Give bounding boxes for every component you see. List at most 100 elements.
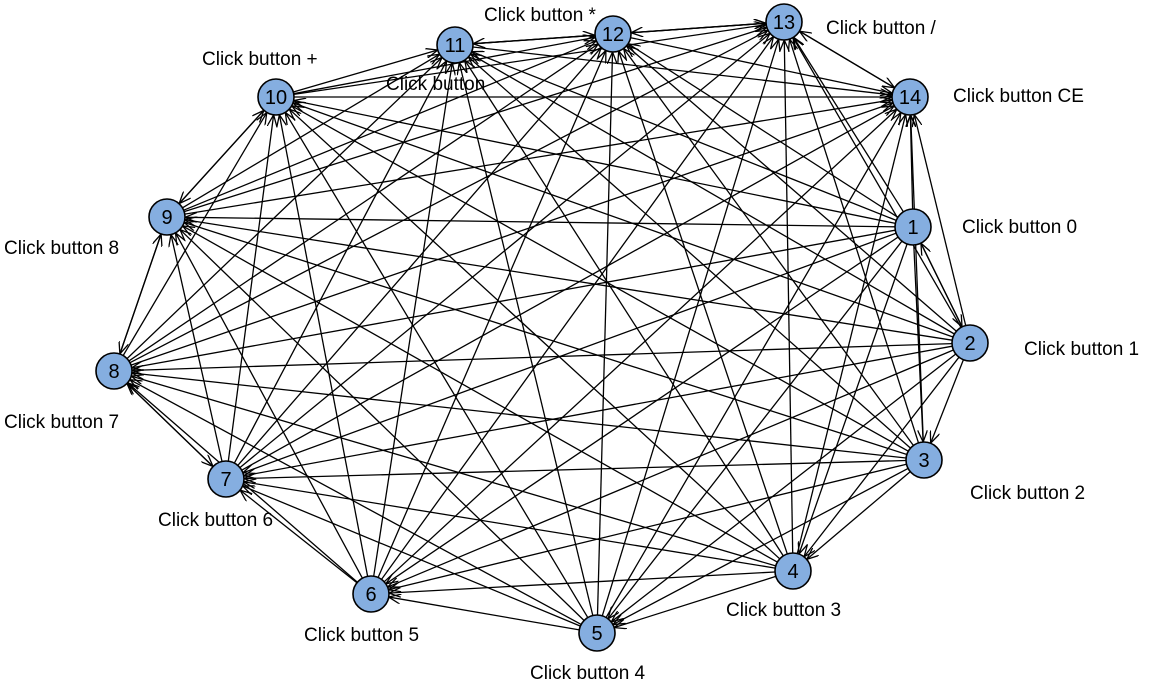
edge-1-to-5 (609, 240, 903, 618)
node-label-4: Click button 3 (726, 600, 841, 621)
edge-12-to-14 (630, 37, 892, 93)
edge-2-to-12 (627, 46, 957, 332)
edge-4-to-9 (184, 226, 778, 563)
node-circle-6 (352, 575, 390, 613)
node-id-4: 4 (787, 561, 798, 583)
edge-1-to-12 (629, 44, 899, 218)
node-label-5: Click button 4 (530, 663, 646, 684)
node-label-11: Click button (386, 74, 485, 95)
edge-2-to-5 (612, 353, 957, 621)
edge-6-to-14 (383, 110, 896, 583)
node-1: 1 (894, 208, 932, 246)
edge-3-to-9 (185, 223, 908, 456)
node-circle-1 (894, 208, 932, 246)
edge-6-to-7 (241, 491, 358, 584)
edge-5-to-14 (605, 113, 900, 618)
edge-10-to-13 (293, 25, 765, 96)
edge-9-to-11 (182, 55, 439, 209)
node-label-3: Click button 2 (970, 483, 1085, 504)
edge-10-to-11 (293, 50, 437, 93)
edge-2-to-14 (915, 116, 967, 326)
edge-8-to-11 (126, 58, 441, 360)
edge-4-to-14 (796, 115, 905, 554)
node-id-3: 3 (918, 450, 929, 472)
edge-4-to-12 (619, 52, 788, 555)
edge-1-to-7 (244, 232, 897, 472)
edge-8-to-12 (128, 45, 597, 362)
edge-4-to-10 (290, 110, 781, 560)
node-5: 5 (578, 614, 616, 652)
edge-8-to-7 (126, 383, 212, 466)
edge-3-to-14 (911, 116, 924, 443)
node-4: 4 (774, 552, 812, 590)
edge-3-to-8 (133, 373, 907, 459)
node-13: 13 (765, 3, 803, 41)
node-circle-8 (95, 352, 133, 390)
edge-6-to-10 (280, 116, 369, 577)
edge-10-to-9 (180, 109, 265, 203)
node-2: 2 (951, 324, 989, 362)
edge-3-to-11 (469, 58, 911, 449)
edge-9-to-14 (184, 100, 891, 215)
node-id-10: 10 (265, 87, 287, 109)
node-label-9: Click button 8 (4, 238, 119, 259)
edge-9-to-13 (184, 28, 766, 213)
edge-11-to-14 (472, 46, 891, 95)
node-id-5: 5 (591, 623, 602, 645)
edge-7-to-11 (233, 62, 446, 464)
edge-3-to-6 (390, 463, 907, 589)
edge-5-to-11 (460, 64, 594, 616)
edge-3-to-10 (293, 106, 909, 452)
node-circle-5 (578, 614, 616, 652)
edge-4-to-5 (615, 575, 776, 627)
node-label-6: Click button 5 (304, 625, 419, 646)
node-8: 8 (95, 352, 133, 390)
node-7: 7 (207, 460, 245, 498)
edge-5-to-13 (601, 40, 778, 616)
edge-3-to-12 (624, 49, 914, 446)
edge-2-to-7 (245, 345, 953, 475)
node-circle-10 (257, 78, 295, 116)
edge-7-to-9 (171, 236, 223, 462)
node-id-8: 8 (108, 361, 119, 383)
edge-9-to-8 (120, 233, 162, 353)
node-6: 6 (352, 575, 390, 613)
node-circle-4 (774, 552, 812, 590)
node-14: 14 (891, 78, 929, 116)
edge-1-to-6 (387, 236, 899, 583)
node-9: 9 (148, 198, 186, 236)
node-label-14: Click button CE (953, 86, 1084, 107)
node-id-1: 1 (907, 217, 918, 239)
node-circle-2 (951, 324, 989, 362)
node-10: 10 (257, 78, 295, 116)
node-circle-11 (436, 26, 474, 64)
edge-2-to-6 (389, 349, 954, 587)
edge-3-to-4 (808, 471, 911, 559)
node-id-7: 7 (220, 469, 231, 491)
edge-1-to-8 (133, 229, 896, 367)
edge-2-to-1 (921, 244, 963, 328)
node-label-12: Click button * (484, 5, 597, 26)
edge-5-to-8 (131, 380, 582, 625)
node-id-14: 14 (899, 87, 921, 109)
node-circle-7 (207, 460, 245, 498)
node-3: 3 (905, 441, 943, 479)
edge-6-to-9 (176, 234, 363, 579)
edge-4-to-7 (245, 482, 776, 569)
edge-7-to-10 (227, 116, 273, 462)
edge-12-to-11 (474, 34, 596, 43)
node-id-13: 13 (773, 12, 795, 34)
node-label-2: Click button 1 (1024, 339, 1139, 360)
node-label-1: Click button 0 (962, 217, 1077, 238)
node-circle-3 (905, 441, 943, 479)
edge-5-to-6 (390, 597, 580, 631)
node-id-9: 9 (161, 207, 172, 229)
node-id-2: 2 (964, 333, 975, 355)
edge-10-to-12 (293, 38, 595, 95)
edge-3-to-7 (245, 459, 907, 479)
edge-1-to-13 (794, 38, 904, 213)
edge-8-to-10 (122, 113, 266, 356)
